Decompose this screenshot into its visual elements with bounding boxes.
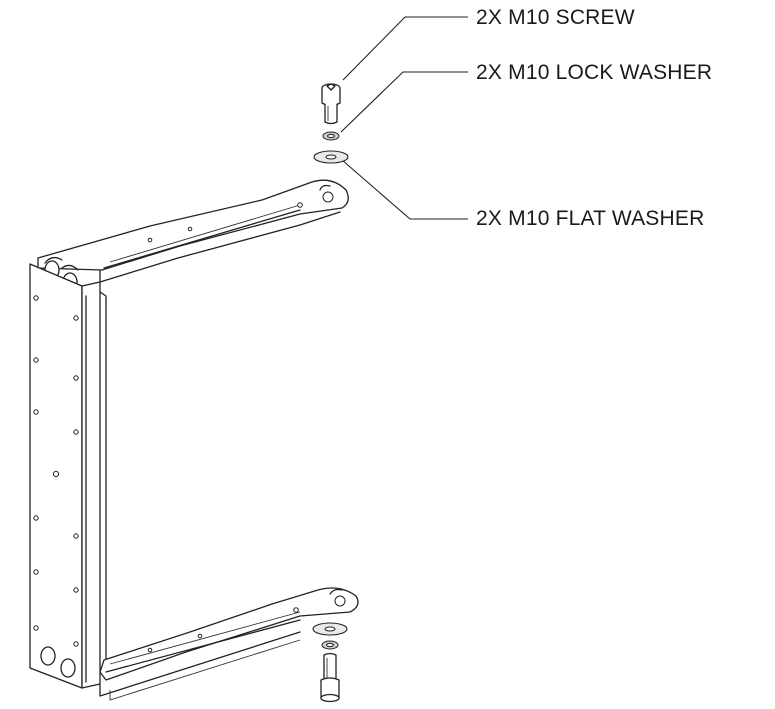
leader-line-lock-washer xyxy=(340,71,468,133)
top-lock-washer xyxy=(322,131,340,141)
callout-screw: 2X M10 SCREW xyxy=(476,6,635,29)
bottom-flat-washer xyxy=(312,622,348,636)
callout-lock-washer: 2X M10 LOCK WASHER xyxy=(476,61,713,84)
bottom-screw xyxy=(320,652,340,703)
top-screw xyxy=(321,83,341,125)
top-flat-washer xyxy=(313,150,349,164)
bracket-bottom-arm xyxy=(99,587,359,701)
leader-line-screw xyxy=(342,16,468,81)
callout-flat-washer: 2X M10 FLAT WASHER xyxy=(476,207,705,230)
bracket-top-arm xyxy=(37,179,349,292)
bottom-lock-washer xyxy=(321,640,339,650)
leader-line-flat-washer xyxy=(341,159,468,220)
bracket-side-plate xyxy=(29,263,107,689)
